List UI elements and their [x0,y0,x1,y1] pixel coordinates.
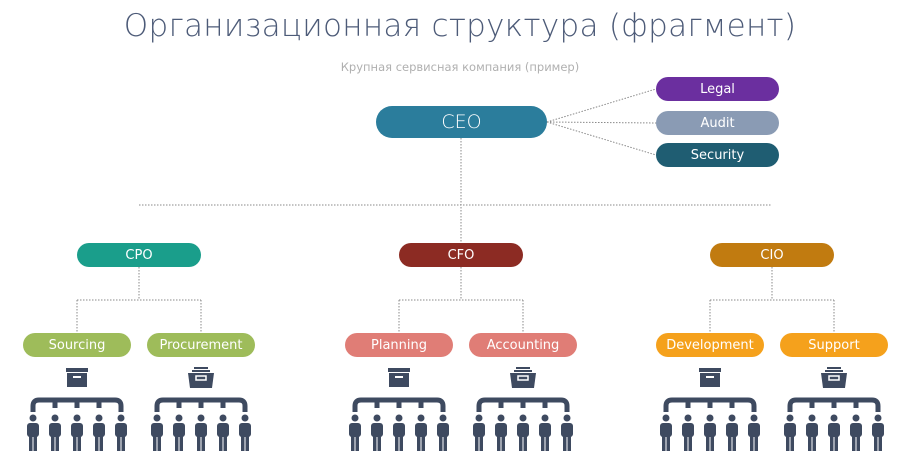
node-cpo[interactable]: CPO [77,243,201,267]
node-ceo[interactable]: CEO [376,106,547,138]
node-cio[interactable]: CIO [710,243,834,267]
node-unit-procurement[interactable]: Procurement [147,333,255,357]
connector-ceo-security [546,121,657,156]
team-hierarchy-icon [473,397,573,451]
node-security[interactable]: Security [656,143,779,167]
archive-box-icon [388,368,410,387]
node-unit-support[interactable]: Support [780,333,888,357]
archive-box-icon [699,368,721,387]
open-drawer-icon [510,367,536,388]
node-unit-development[interactable]: Development [656,333,764,357]
connector-ceo-legal [546,88,657,123]
connector-ceo-audit [546,121,657,124]
team-hierarchy-icon [151,397,251,451]
page-subtitle: Крупная сервисная компания (пример) [340,60,580,74]
team-hierarchy-icon [27,397,127,451]
node-legal[interactable]: Legal [656,77,779,101]
node-audit[interactable]: Audit [656,111,779,135]
team-hierarchy-icon [660,397,760,451]
team-hierarchy-icon [349,397,449,451]
team-hierarchy-icon [784,397,884,451]
node-cfo[interactable]: CFO [399,243,523,267]
node-unit-accounting[interactable]: Accounting [469,333,577,357]
page-title: Организационная структура (фрагмент) [123,8,797,44]
archive-box-icon [66,368,88,387]
open-drawer-icon [188,367,214,388]
node-unit-planning[interactable]: Planning [345,333,453,357]
open-drawer-icon [821,367,847,388]
node-unit-sourcing[interactable]: Sourcing [23,333,131,357]
